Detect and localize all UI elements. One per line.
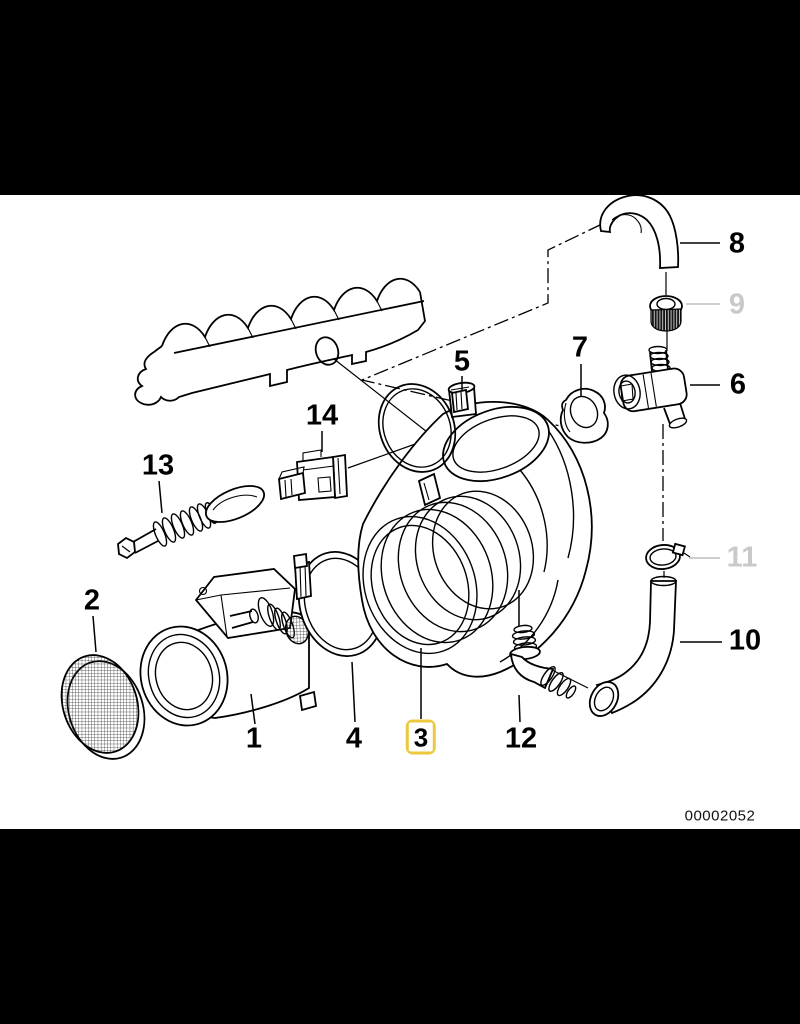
small-clamp-drawing	[645, 542, 691, 570]
part-label-1[interactable]: 1	[245, 722, 263, 755]
part-label-3[interactable]: 3	[408, 722, 434, 752]
gasket-drawing	[559, 387, 609, 444]
part-label-13[interactable]: 13	[141, 449, 175, 482]
intake-manifold-drawing	[134, 277, 426, 406]
elbow-fitting-drawing	[509, 624, 577, 699]
part-label-7[interactable]: 7	[571, 331, 589, 364]
part-label-5[interactable]: 5	[453, 345, 471, 378]
manifold-port-hole	[314, 336, 340, 366]
intake-boot-drawing	[357, 381, 593, 678]
vent-hose-drawing	[599, 195, 680, 269]
part-label-4[interactable]: 4	[345, 722, 363, 755]
hose-clamp-drawing	[377, 383, 470, 473]
part-label-3-highlight[interactable]: 3	[405, 719, 437, 755]
grommet-drawing	[649, 295, 683, 332]
screw-plug-drawing	[117, 485, 265, 560]
l-hose-drawing	[588, 575, 677, 717]
part-label-2[interactable]: 2	[83, 584, 101, 617]
part-label-12[interactable]: 12	[504, 722, 538, 755]
part-label-6[interactable]: 6	[729, 368, 747, 401]
mesh-screen-drawing	[60, 654, 146, 760]
connector-drawing	[278, 449, 348, 501]
part-label-10[interactable]: 10	[728, 624, 762, 657]
exploded-diagram-drawing	[60, 195, 722, 760]
boot-side-port	[417, 472, 442, 507]
part-label-9[interactable]: 9	[728, 288, 746, 321]
drawing-number: 00002052	[684, 807, 756, 825]
air-flow-meter-drawing	[139, 568, 318, 727]
diagram-canvas: 1 2 3 4 5 6 7 8 9 10 11 12 13 14 0000205…	[0, 195, 800, 829]
part-label-14[interactable]: 14	[305, 399, 339, 432]
valve-drawing	[613, 345, 688, 429]
part-label-8[interactable]: 8	[728, 227, 746, 260]
part-label-11[interactable]: 11	[726, 541, 758, 574]
leader-lines	[92, 242, 722, 725]
